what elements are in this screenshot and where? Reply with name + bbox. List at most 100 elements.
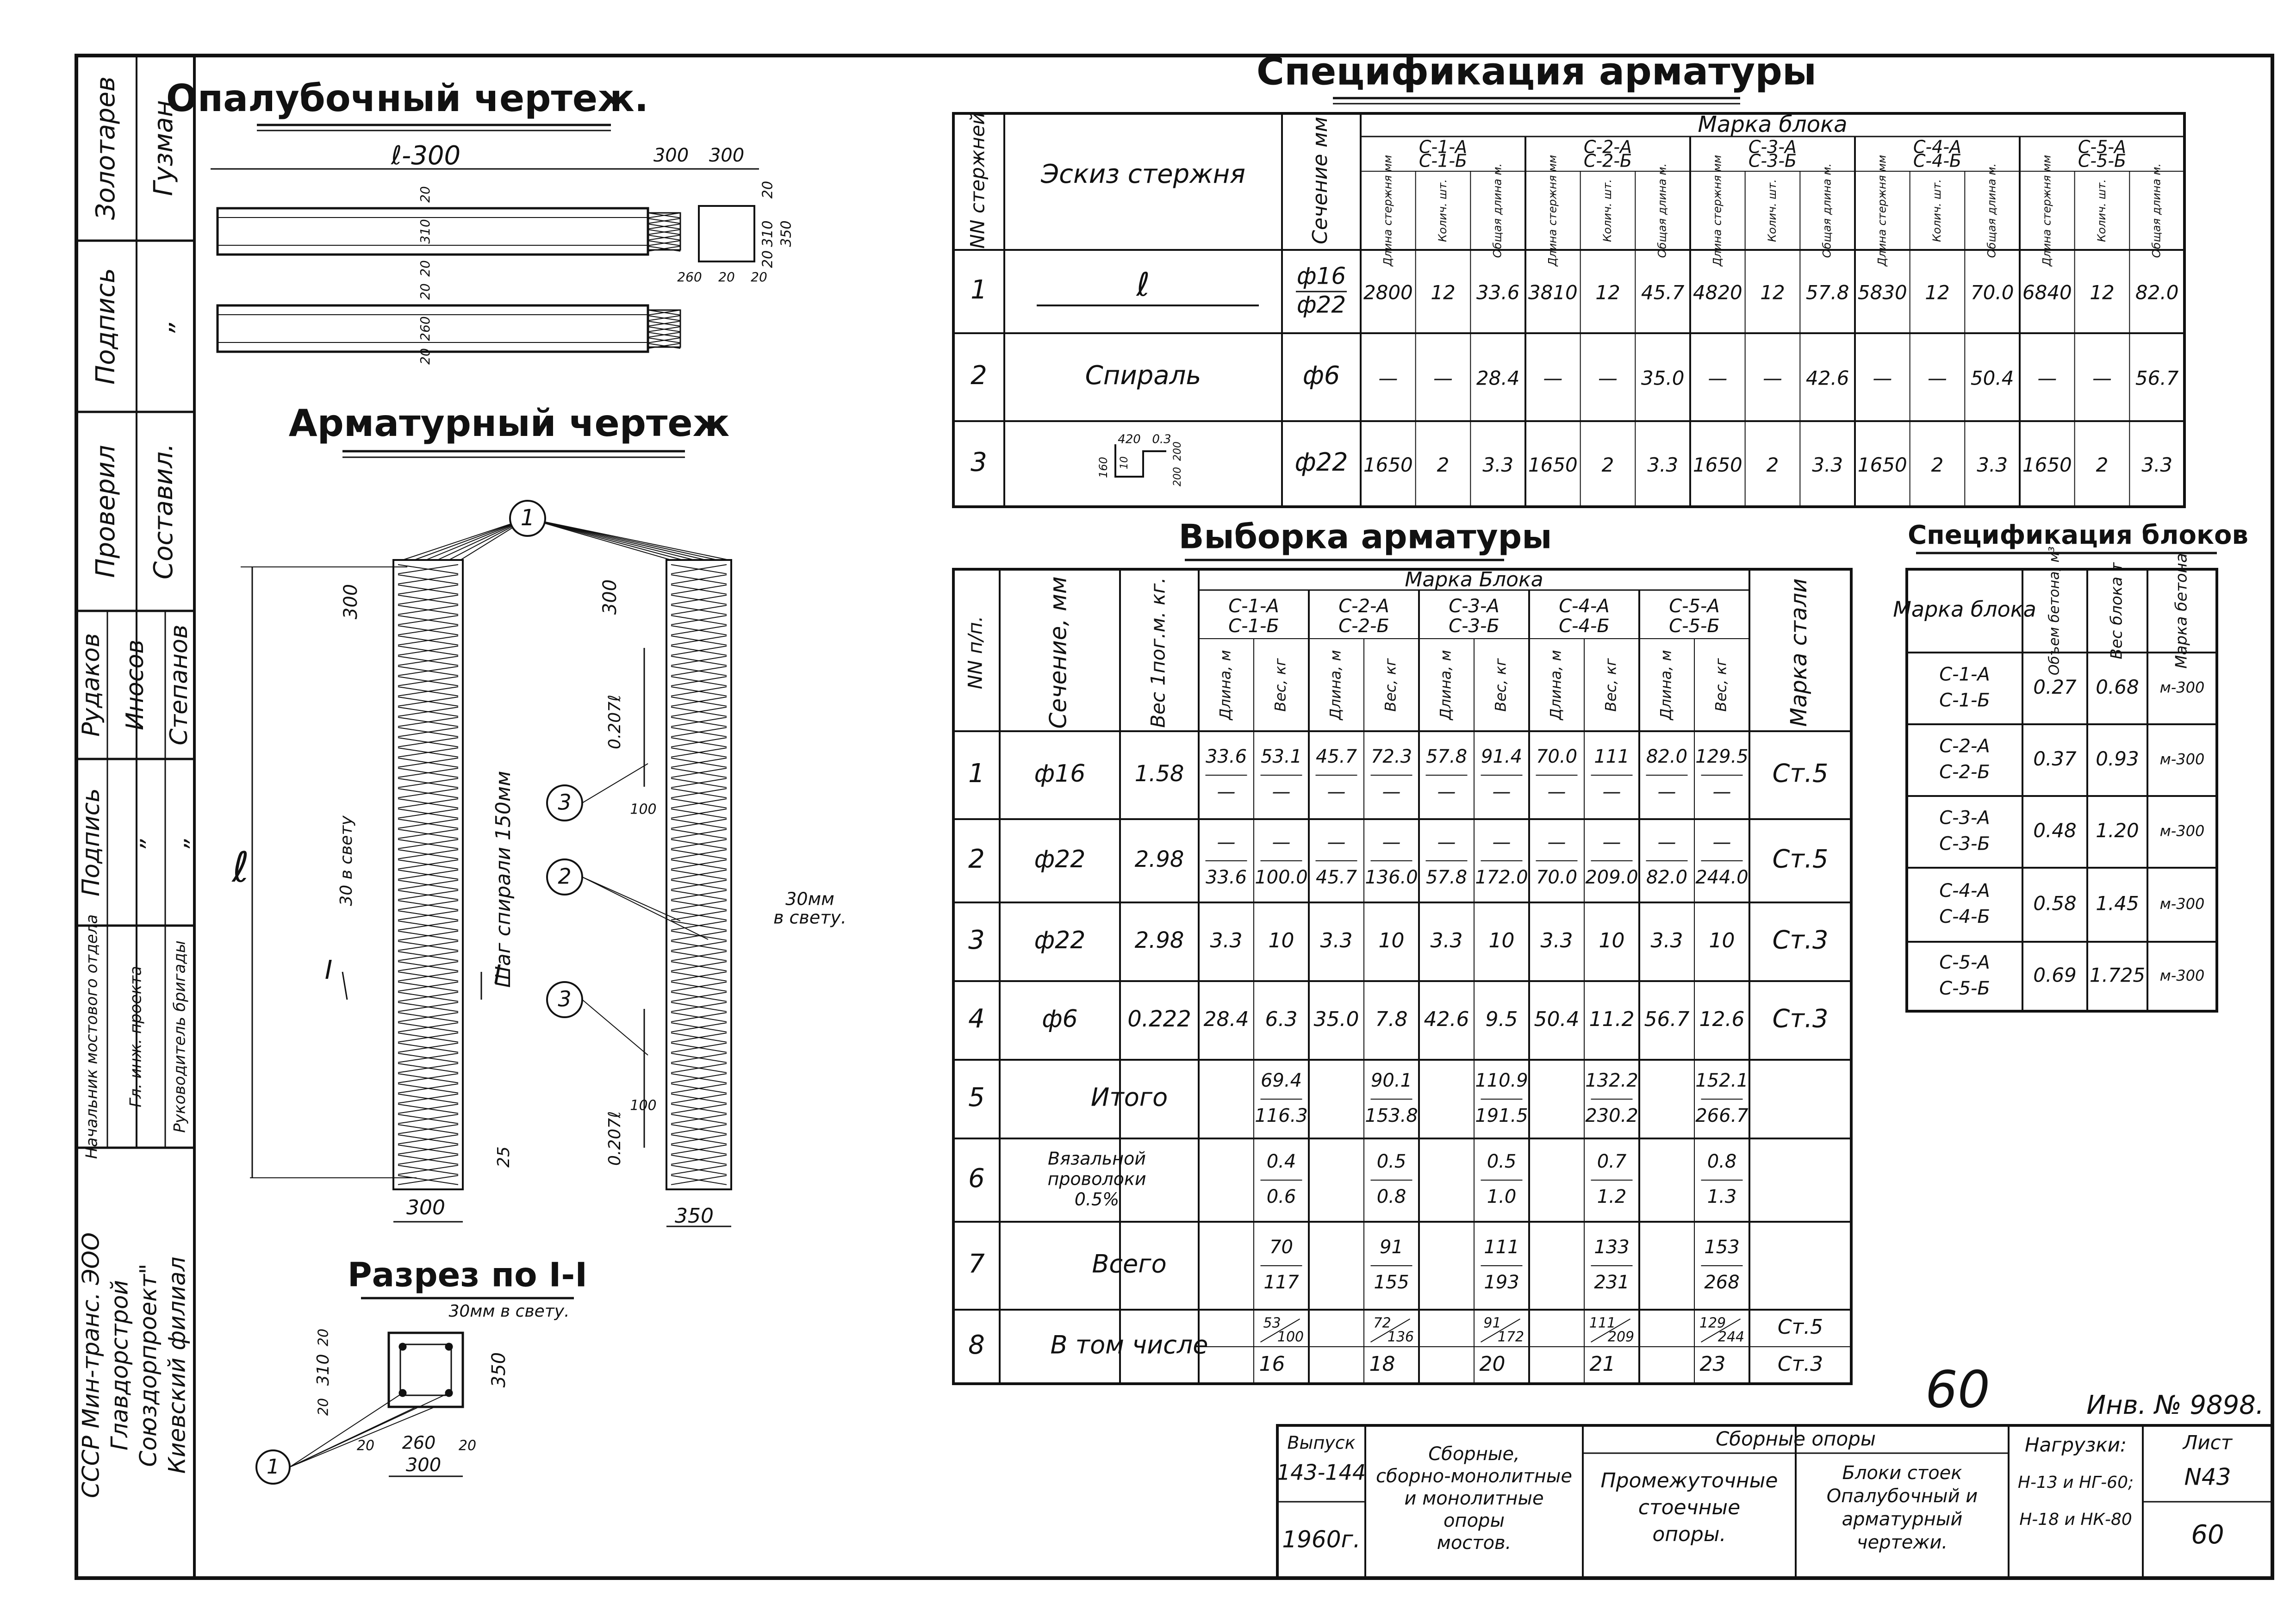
selection-cell: 111 <box>1484 1237 1519 1258</box>
selection-cell: 10 <box>1379 929 1405 952</box>
spiral-turn <box>671 635 727 646</box>
selection-cell: — <box>1217 781 1236 802</box>
side-cell-text: Рудаков <box>77 633 105 737</box>
dimension-text: 20 <box>357 1438 374 1454</box>
block-mark: С-4-Б <box>1939 906 1990 927</box>
subcol-header: Колич. шт. <box>1601 179 1614 242</box>
spiral-turn <box>647 337 681 343</box>
hook-shape <box>1114 444 1166 478</box>
dimension-text: 30 в свету <box>337 815 356 906</box>
spiral-turn <box>398 798 459 808</box>
bar-end-thread <box>647 310 681 349</box>
selection-cell: 3.3 <box>1210 929 1243 952</box>
side-cell-text: Гл. инж. проекта <box>127 966 145 1107</box>
selection-cell: 193 <box>1484 1272 1519 1293</box>
selection-cell: 91 <box>1483 1315 1501 1331</box>
dimension-text: 300 <box>709 145 744 166</box>
selection-cell: 28.4 <box>1204 1007 1249 1031</box>
bar-sketch-label: ℓ <box>1136 266 1150 304</box>
spec-cell: — <box>1763 367 1782 390</box>
spiral-turn <box>647 218 681 224</box>
subcol-header: Вес, кг <box>1712 658 1730 712</box>
spiral-turn <box>398 605 459 615</box>
block-mark: С-5-Б <box>1939 978 1990 999</box>
side-cell-text: Подпись <box>91 268 121 385</box>
block-mark: С-5-А <box>1939 952 1990 973</box>
spiral-turn <box>671 1134 727 1144</box>
selection-cell: 0.5 <box>1487 1151 1517 1172</box>
mark-label: С-3-А <box>1449 596 1500 617</box>
spiral-turn <box>671 646 727 656</box>
spec-cell: 1650 <box>2022 454 2072 476</box>
steel-grade: Ст.3 <box>1773 926 1829 955</box>
spiral-turn <box>398 1063 459 1073</box>
row-number: 2 <box>971 361 987 391</box>
mark-label: С-1-А <box>1228 596 1279 617</box>
spiral-turn <box>671 768 727 778</box>
spiral-turn <box>398 1134 459 1144</box>
spiral-turn <box>671 1114 727 1124</box>
formwork-title: Опалубочный чертеж. <box>166 77 648 120</box>
section-note: 30мм в свету. <box>448 1302 569 1321</box>
selection-cell: 111 <box>1594 746 1629 767</box>
selection-cell: 70 <box>1269 1237 1293 1258</box>
dimension-text: 20 <box>417 260 433 277</box>
selection-cell: 244.0 <box>1695 867 1748 888</box>
spiral-turn <box>398 595 459 605</box>
spiral-turn <box>671 1124 727 1134</box>
block-cell: 0.27 <box>2033 676 2077 698</box>
selection-cell: 56.7 <box>1644 1007 1690 1031</box>
selection-cell: 117 <box>1263 1272 1299 1293</box>
spiral-turn <box>398 1022 459 1032</box>
spiral-turn <box>398 1032 459 1043</box>
spiral-turn <box>398 1012 459 1022</box>
dimension-text: 310 <box>314 1354 333 1386</box>
spiral-turn <box>398 951 459 961</box>
spiral-turn <box>671 849 727 859</box>
spiral-turn <box>398 727 459 737</box>
spec-cell: — <box>1543 367 1562 390</box>
selection-cell: 3.3 <box>1320 929 1353 952</box>
organization-text: Союздорпроект" <box>135 1263 162 1467</box>
section-value: ф22 <box>1034 927 1086 954</box>
selection-cell: 209.0 <box>1585 867 1638 888</box>
spiral-turn <box>398 941 459 951</box>
block-mark: С-3-Б <box>1939 833 1990 855</box>
dimension-text: 310 <box>417 219 433 243</box>
selection-cell: 57.8 <box>1426 867 1467 888</box>
subcol-header: Вес, кг <box>1272 658 1289 712</box>
callout-circle <box>509 500 546 537</box>
dimension-text: 350 <box>675 1204 714 1228</box>
dimension-text: 20 <box>417 186 433 203</box>
block-cell: 1.20 <box>2096 819 2139 842</box>
selection-header: Сечение, мм <box>1045 576 1072 728</box>
spiral-turn <box>398 910 459 920</box>
row-caption: проволоки <box>1047 1169 1146 1189</box>
spiral-turn <box>398 696 459 707</box>
subcol-header: Длина стержня мм <box>1381 155 1394 267</box>
spec-cell: — <box>1433 367 1453 390</box>
selection-cell: — <box>1437 781 1456 802</box>
mark-label: С-4-Б <box>1913 151 1961 171</box>
selection-cell: 35.0 <box>1314 1007 1359 1031</box>
dimension-text: ℓ-300 <box>391 141 460 171</box>
selection-cell: 266.7 <box>1695 1105 1748 1126</box>
selection-cell: 0.8 <box>1707 1151 1737 1172</box>
spiral-turn <box>671 1032 727 1043</box>
side-cell-text: Руководитель бригады <box>171 940 189 1132</box>
selection-cell: 53.1 <box>1261 746 1302 767</box>
spiral-turn <box>398 788 459 798</box>
selection-cell: 3.3 <box>1651 929 1683 952</box>
spiral-turn <box>671 992 727 1002</box>
spiral-turn <box>398 829 459 839</box>
subcol-header: Длина стержня мм <box>2040 155 2053 267</box>
block-cell: 1.45 <box>2096 892 2139 915</box>
spiral-turn <box>671 910 727 920</box>
spiral-turn <box>398 1165 459 1175</box>
blocks-title: Спецификация блоков <box>1908 520 2248 550</box>
leader-line <box>582 877 681 921</box>
leader-line <box>289 1406 436 1468</box>
selection-cell: — <box>1493 781 1511 802</box>
row-number: 4 <box>968 1004 985 1034</box>
mark-label: С-5-А <box>2078 137 2126 157</box>
